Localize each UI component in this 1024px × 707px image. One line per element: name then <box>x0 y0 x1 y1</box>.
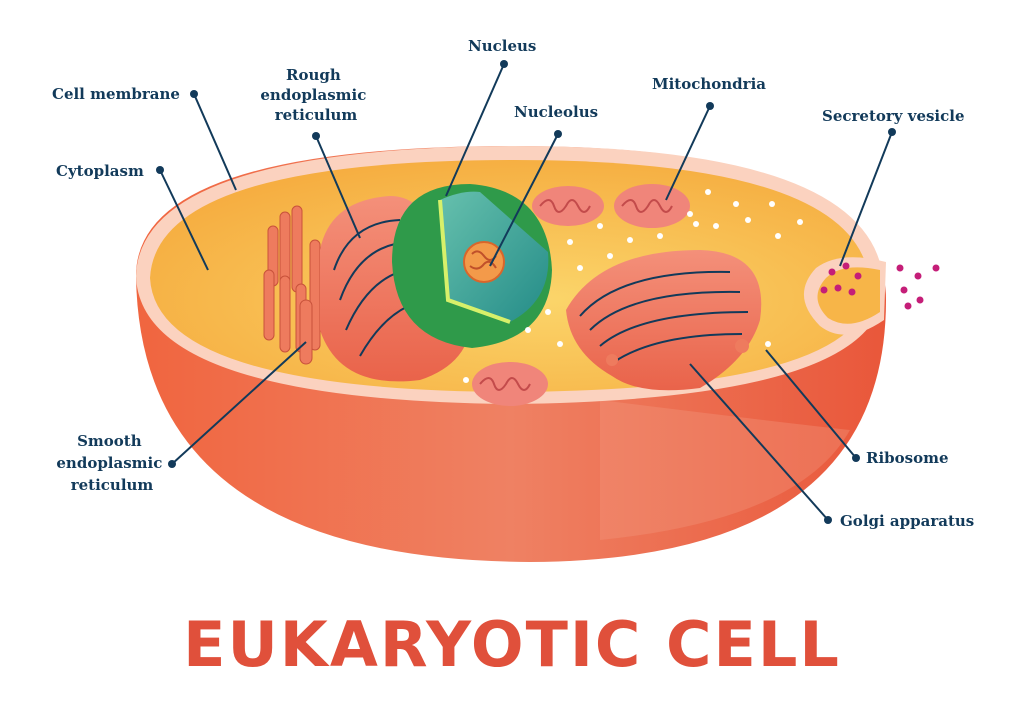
mitochondria-group <box>472 184 690 406</box>
label-smooth-er-line3: reticulum <box>71 476 154 494</box>
label-smooth-er-line2: endoplasmic <box>56 454 162 472</box>
label-rough-er-line2: endoplasmic <box>260 86 366 104</box>
label-smooth-er: Smooth endoplasmic reticulum <box>56 432 167 494</box>
nucleolus <box>463 241 505 283</box>
mitochondrion <box>532 186 604 226</box>
label-rough-er-line1: Rough <box>286 66 341 84</box>
ribosomes <box>463 189 803 383</box>
secretory-vesicles <box>820 262 940 310</box>
secretory-vesicle-pocket <box>803 257 886 335</box>
label-nucleus: Nucleus <box>468 37 536 55</box>
mitochondrion <box>472 362 548 406</box>
golgi-apparatus <box>566 250 762 391</box>
label-golgi-apparatus: Golgi apparatus <box>840 512 974 530</box>
label-nucleolus: Nucleolus <box>514 103 598 121</box>
label-mitochondria: Mitochondria <box>652 75 766 93</box>
label-cell-membrane: Cell membrane <box>52 85 180 103</box>
label-ribosome: Ribosome <box>866 449 949 467</box>
label-smooth-er-line1: Smooth <box>77 432 142 450</box>
mitochondrion <box>614 184 690 228</box>
diagram-title: EUKARYOTIC CELL <box>183 608 841 681</box>
label-rough-er-line3: reticulum <box>275 106 358 124</box>
label-rough-er: Rough endoplasmic reticulum <box>260 66 371 124</box>
nucleus <box>392 184 552 348</box>
leader-lines <box>156 60 896 524</box>
smooth-er <box>263 205 321 365</box>
label-secretory-vesicle: Secretory vesicle <box>822 107 965 125</box>
label-cytoplasm: Cytoplasm <box>56 162 144 180</box>
